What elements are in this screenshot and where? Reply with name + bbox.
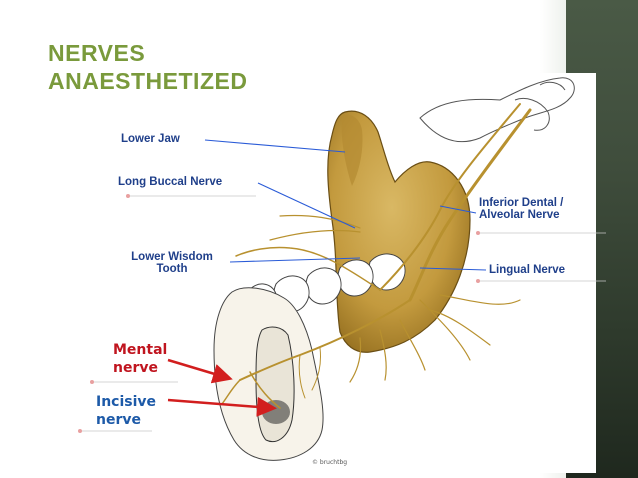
label-rules [80, 195, 606, 432]
callout-incisive-nerve: Incisive nerve [96, 393, 156, 429]
slide-title-line-1: NERVES [48, 40, 146, 66]
label-inferior-dental-line2: Alveolar Nerve [479, 209, 560, 221]
callout-mental-nerve: Mental nerve [113, 341, 167, 377]
incisive-canal [255, 326, 295, 443]
slide-title-line-2: ANAESTHETIZED [48, 68, 248, 94]
label-lower-jaw: Lower Jaw [121, 133, 180, 145]
mental-nerve-arrow [167, 358, 233, 384]
leader-lines [204, 139, 487, 271]
coronoid-process [341, 114, 363, 186]
callout-incisive-line2: nerve [96, 412, 141, 428]
label-inferior-dental-line1: Inferior Dental / [479, 197, 564, 209]
callout-incisive-line1: Incisive [96, 394, 157, 410]
callout-mental-line1: Mental [113, 342, 168, 358]
incisive-nerve-arrow [167, 396, 277, 417]
label-bullets [78, 194, 480, 433]
incisive-foramen [262, 400, 290, 424]
label-lower-wisdom-tooth-line1: Lower Wisdom [131, 251, 213, 263]
label-lower-wisdom-tooth-line2: Tooth [156, 263, 188, 275]
label-long-buccal-nerve: Long Buccal Nerve [118, 176, 223, 188]
condyle-sketch [419, 77, 575, 143]
callout-mental-line2: nerve [113, 360, 158, 376]
nerve-branches [221, 103, 532, 409]
label-lingual-nerve: Lingual Nerve [489, 264, 566, 276]
label-lower-wisdom-tooth: Lower Wisdom Tooth [114, 251, 230, 275]
illustration-signature: © bruchtbg [312, 459, 348, 466]
label-inferior-dental-nerve: Inferior Dental / Alveolar Nerve [479, 197, 563, 221]
